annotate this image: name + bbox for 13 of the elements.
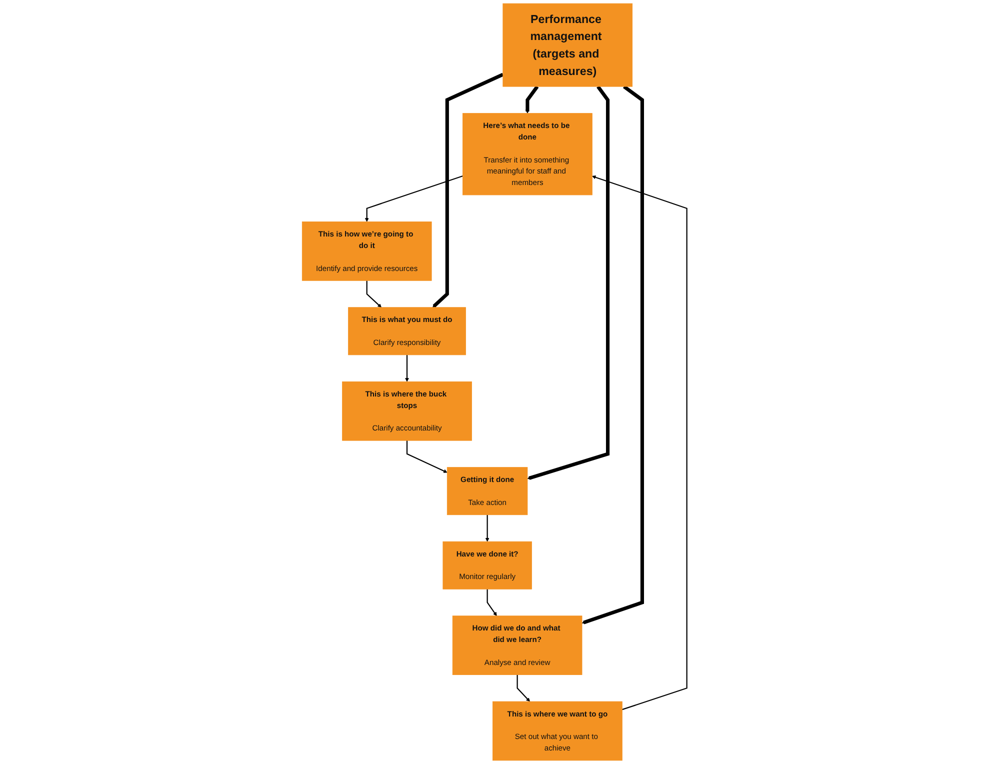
arrow — [432, 72, 504, 308]
arrow — [527, 86, 610, 480]
arrow — [366, 280, 382, 308]
arrow — [526, 86, 539, 114]
arrow — [364, 175, 463, 222]
arrow — [405, 354, 409, 382]
arrow — [516, 674, 530, 702]
arrow — [592, 175, 688, 710]
arrow — [485, 514, 490, 542]
arrow — [486, 589, 497, 616]
node-box: Performance management (targets and measures) — [502, 3, 633, 87]
arrow — [582, 85, 644, 624]
arrow — [406, 440, 448, 473]
